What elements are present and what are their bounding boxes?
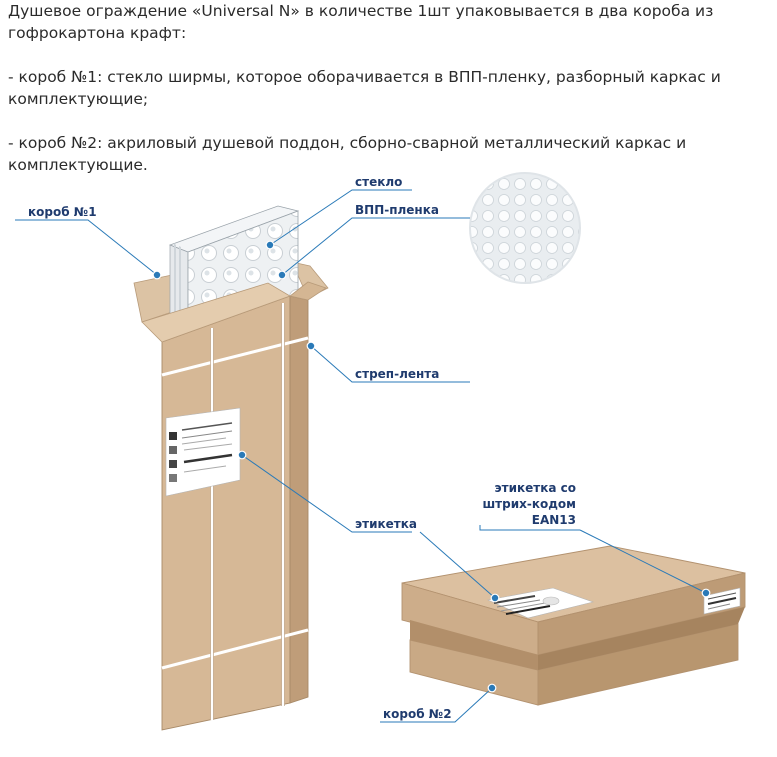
label-strap: стреп-лента: [355, 367, 439, 381]
leader-dots: [152, 240, 711, 693]
intro-paragraph-2: - короб №1: стекло ширмы, которое оборач…: [8, 68, 721, 108]
intro-paragraph-1: Душевое ограждение «Universal N» в колич…: [8, 2, 714, 42]
box-1-label: [165, 407, 241, 497]
leader-barcode-2: [579, 529, 707, 594]
label-barcode-line-3: EAN13: [532, 513, 576, 527]
box-1-front: [161, 295, 291, 731]
box-1: [133, 205, 329, 731]
label-box-1: короб №1: [28, 205, 97, 219]
straps-box-1: [161, 303, 309, 720]
label-barcode-line-2: штрих-кодом: [482, 497, 576, 511]
leader-box2: [380, 687, 493, 723]
film-zoom-circle: [469, 172, 581, 284]
intro-text: Душевое ограждение «Universal N» в колич…: [8, 0, 768, 198]
leader-lines: [15, 189, 707, 723]
leader-box1: [15, 219, 158, 276]
leader-label: [241, 454, 412, 533]
box-2-barcode-label: [703, 587, 741, 615]
leader-film: [281, 217, 470, 276]
label-film: ВПП-пленка: [355, 203, 439, 217]
box-2-label: [487, 587, 595, 619]
leader-barcode: [479, 525, 580, 531]
leader-glass: [269, 189, 412, 246]
box-2: [401, 545, 746, 706]
leader-label2: [419, 531, 496, 599]
label-barcode-line-1: этикетка со: [495, 481, 577, 495]
label-label: этикетка: [355, 517, 417, 531]
intro-paragraph-3: - короб №2: акриловый душевой поддон, сб…: [8, 134, 687, 174]
leader-strap: [310, 345, 470, 383]
label-glass: стекло: [355, 175, 402, 189]
label-box-2: короб №2: [383, 707, 452, 721]
